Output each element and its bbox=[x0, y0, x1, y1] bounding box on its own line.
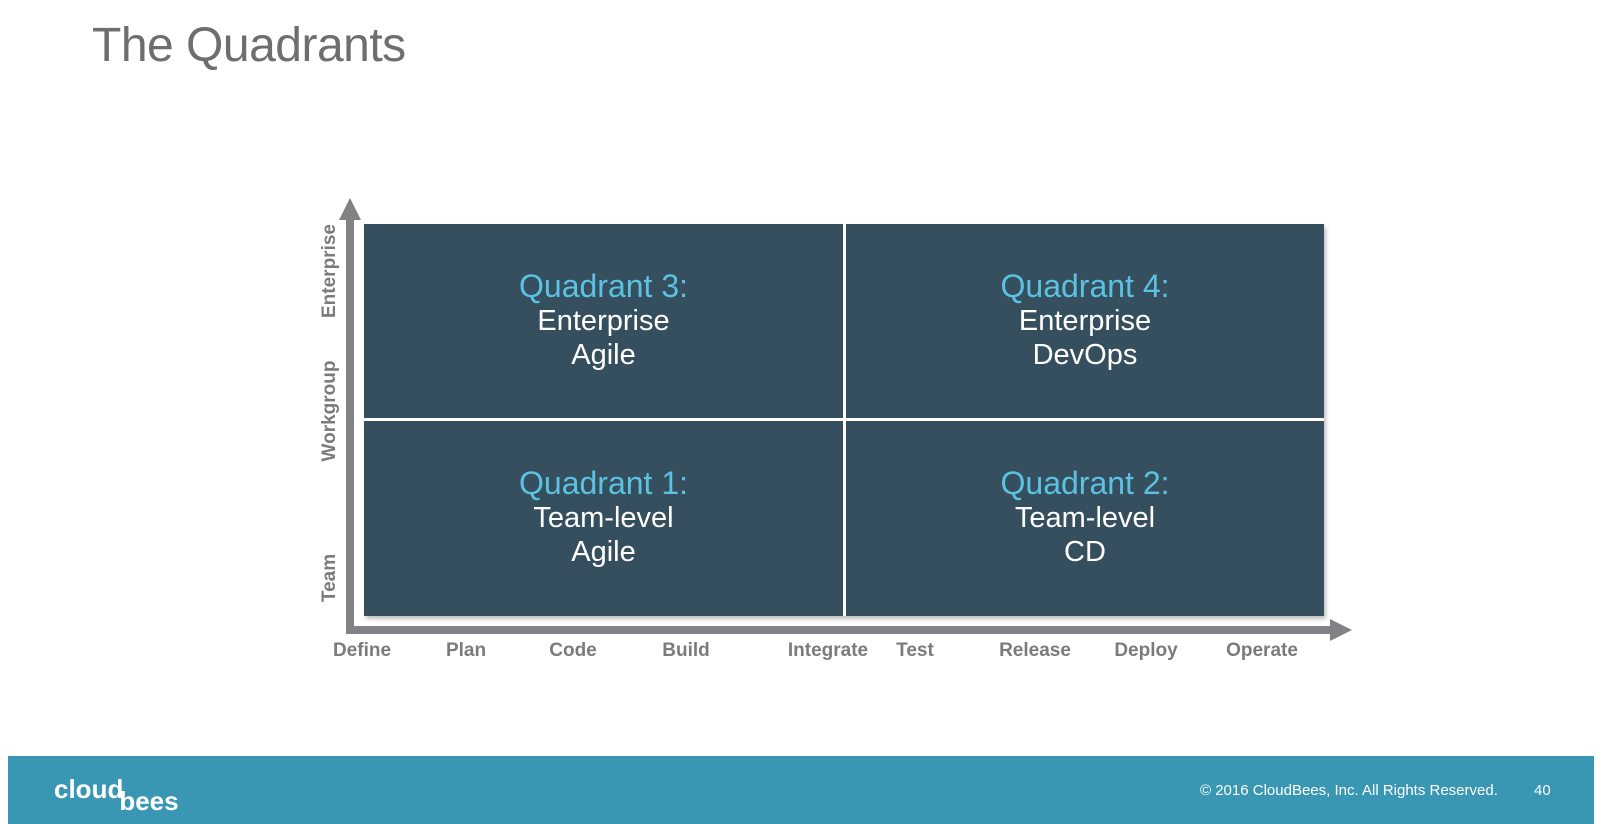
x-label-test: Test bbox=[896, 640, 934, 661]
quadrant-2-heading: Quadrant 2: bbox=[1000, 465, 1170, 501]
quadrant-3-heading: Quadrant 3: bbox=[519, 268, 688, 304]
y-label-team-text: Team bbox=[319, 553, 340, 603]
quadrant-3-line1: Enterprise bbox=[537, 305, 670, 337]
x-label-plan: Plan bbox=[445, 640, 487, 661]
x-axis-arrowhead bbox=[1330, 619, 1352, 641]
quadrant-1-heading: Quadrant 1: bbox=[519, 465, 688, 501]
logo-part-cloud: cloud bbox=[54, 774, 124, 804]
y-label-workgroup-text: Workgroup bbox=[319, 360, 340, 462]
quadrant-1-line2: Agile bbox=[571, 536, 636, 568]
quadrant-2-line1: Team-level bbox=[1014, 502, 1156, 534]
y-axis-line bbox=[346, 215, 354, 626]
quadrant-2: Quadrant 2: Team-level CD bbox=[846, 421, 1324, 616]
y-axis-arrowhead bbox=[339, 198, 361, 220]
x-label-release: Release bbox=[999, 640, 1071, 661]
copyright-text: © 2016 CloudBees, Inc. All Rights Reserv… bbox=[1200, 782, 1498, 799]
quadrant-4-line1: Enterprise bbox=[1018, 305, 1152, 337]
quadrant-1: Quadrant 1: Team-level Agile bbox=[364, 421, 843, 616]
quadrant-3: Quadrant 3: Enterprise Agile bbox=[364, 224, 843, 418]
quadrant-grid: Quadrant 3: Enterprise Agile Quadrant 4:… bbox=[364, 224, 1324, 616]
quadrant-4: Quadrant 4: Enterprise DevOps bbox=[846, 224, 1324, 418]
x-label-integrate: Integrate bbox=[787, 640, 869, 661]
y-label-enterprise-text: Enterprise bbox=[319, 224, 340, 318]
footer-bar: cloudbees © 2016 CloudBees, Inc. All Rig… bbox=[8, 756, 1594, 824]
slide-title: The Quadrants bbox=[92, 19, 406, 72]
quadrant-2-line2: CD bbox=[1064, 536, 1106, 568]
x-label-code: Code bbox=[549, 640, 597, 661]
x-label-operate: Operate bbox=[1226, 640, 1298, 661]
logo-part-bees: bees bbox=[119, 786, 179, 816]
quadrant-4-heading: Quadrant 4: bbox=[1000, 268, 1170, 304]
x-label-deploy: Deploy bbox=[1114, 640, 1178, 661]
quadrant-1-line1: Team-level bbox=[533, 502, 674, 534]
x-axis-line bbox=[346, 626, 1334, 634]
page-number: 40 bbox=[1534, 782, 1551, 799]
x-label-build: Build bbox=[662, 640, 710, 661]
cloudbees-logo: cloudbees bbox=[54, 774, 183, 816]
quadrant-4-line2: DevOps bbox=[1032, 339, 1138, 371]
x-axis-labels: Define Plan Code Build Integrate Test Re… bbox=[0, 640, 1600, 666]
quadrant-3-line2: Agile bbox=[571, 339, 636, 371]
x-label-define: Define bbox=[332, 640, 392, 661]
